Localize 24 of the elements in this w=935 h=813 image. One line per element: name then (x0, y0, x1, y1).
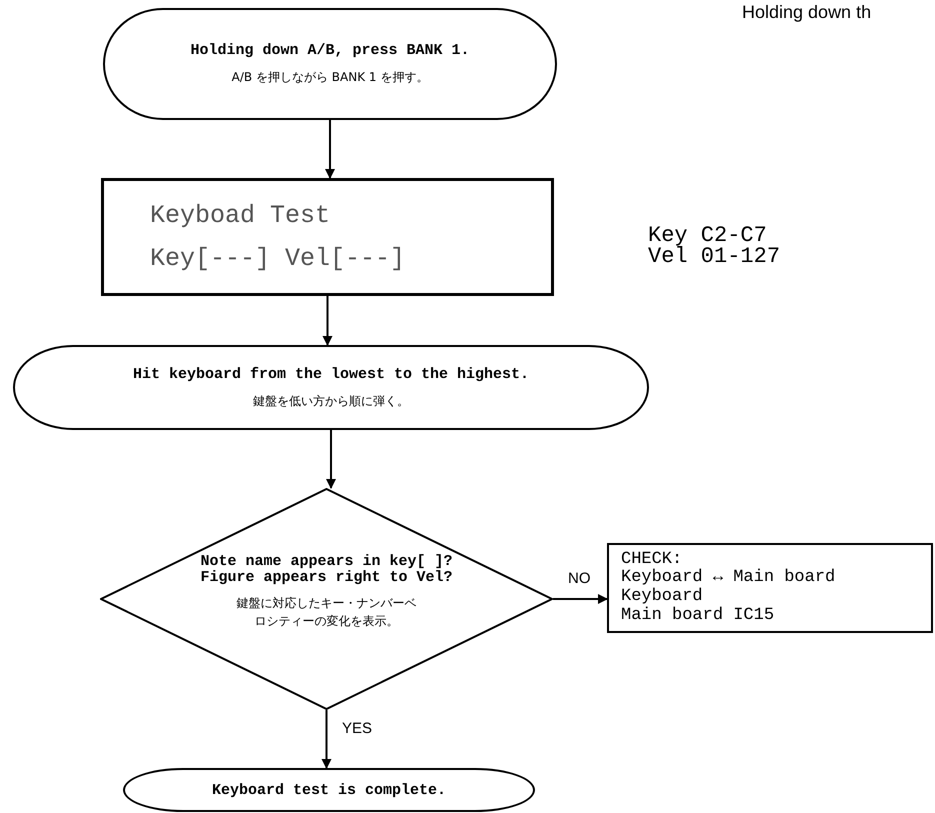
arrow (322, 296, 332, 346)
step-text: Holding down A/B, press BANK 1. (190, 42, 470, 59)
arrow (325, 120, 335, 179)
decision-diamond (100, 488, 553, 710)
question-text: Note name appears in key[ ]? Figure appears right to Vel? (199, 554, 454, 586)
check-item: Keyboard (621, 588, 703, 606)
step-text: Keyboard test is complete. (212, 782, 446, 798)
step-text: Hit keyboard from the lowest to the highest. (132, 366, 530, 382)
check-heading: CHECK: (621, 550, 682, 569)
arrow (326, 430, 336, 489)
range-note: Key C2-C7 (648, 226, 767, 247)
question-note: 鍵盤に対応したキー・ナンバーベロシティーの変化を表示。 (236, 594, 416, 630)
display-text: Keyboad Test (150, 201, 330, 230)
display-text: Key[---] Vel[---] (150, 244, 406, 273)
step-note: A/B を押しながら BANK 1 を押す。 (232, 69, 428, 86)
note-text: Holding down th (742, 2, 872, 23)
check-item: Keyboard ↔ Main board (621, 569, 836, 588)
check-box (607, 543, 933, 633)
arrow (553, 594, 608, 604)
check-item: Main board IC15 (621, 606, 774, 626)
arrow (322, 710, 332, 769)
display-box (101, 178, 554, 296)
range-note: Vel 01-127 (648, 246, 780, 268)
step-note: 鍵盤を低い方から順に弾く。 (253, 392, 409, 410)
